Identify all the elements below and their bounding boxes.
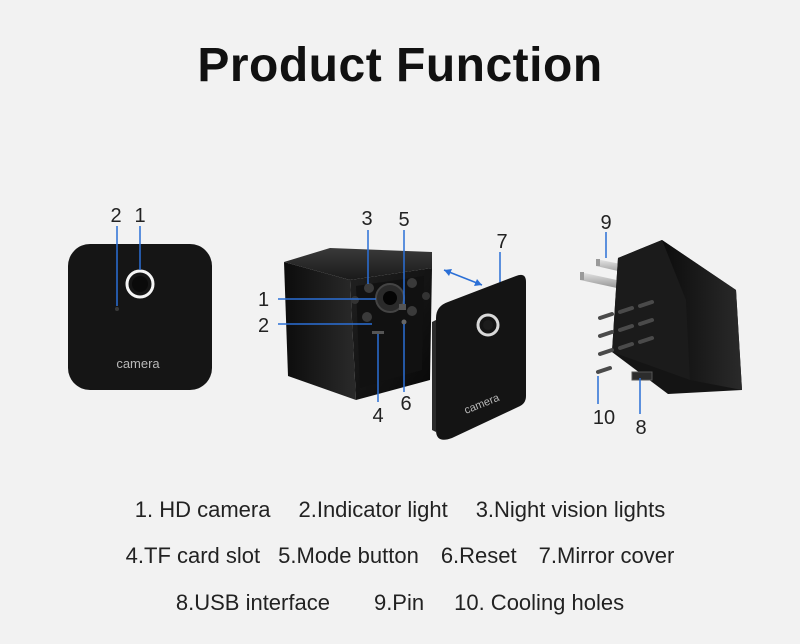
callout-right-8: 8 <box>635 417 646 439</box>
callout-mid-2: 2 <box>258 315 269 337</box>
product-diagram: camera 1 2 <box>68 205 742 440</box>
callout-mid-6: 6 <box>400 393 411 415</box>
callout-front-2: 2 <box>110 205 121 227</box>
mirror-cover: camera <box>432 274 526 440</box>
legend-reset: 6.Reset <box>440 543 517 568</box>
legend-indicator-light: 2.Indicator light <box>298 497 448 522</box>
mode-button <box>399 304 406 310</box>
legend-cooling-holes: 10. Cooling holes <box>454 590 625 615</box>
callout-mid-5: 5 <box>398 209 409 231</box>
legend-mode-button: 5.Mode button <box>278 543 419 568</box>
legend-row-3: 8.USB interface 9.Pin 10. Cooling holes <box>0 590 800 616</box>
callout-right-9: 9 <box>600 212 611 234</box>
legend-hd-camera: 1. HD camera <box>134 497 271 522</box>
legend-row-2: 4.TF card slot 5.Mode button 6.Reset 7.Mirr… <box>0 543 800 569</box>
open-device: 3 5 1 2 4 6 7 <box>258 208 508 427</box>
device-label: camera <box>116 356 160 371</box>
callout-right-10: 10 <box>593 407 615 429</box>
legend-pin: 9.Pin <box>373 590 425 615</box>
callout-mid-1: 1 <box>258 289 269 311</box>
legend-usb-interface: 8.USB interface <box>175 590 330 615</box>
callout-mid-4: 4 <box>372 405 383 427</box>
reset-button <box>401 319 407 325</box>
front-view-device: camera 1 2 <box>68 205 212 390</box>
callout-front-1: 1 <box>134 205 145 227</box>
hd-camera-lens <box>125 269 155 299</box>
legend-night-vision: 3.Night vision lights <box>475 497 666 522</box>
legend-mirror-cover: 7.Mirror cover <box>538 543 675 568</box>
indicator-light <box>115 307 119 311</box>
back-view-device: 9 10 8 <box>580 212 742 439</box>
callout-mid-3: 3 <box>361 208 372 230</box>
usb-interface <box>631 371 653 381</box>
callout-mid-7: 7 <box>496 231 507 253</box>
page-title: Product Function <box>197 39 603 92</box>
legend-row-1: 1. HD camera 2.Indicator light 3.Night vis… <box>0 497 800 523</box>
tf-card-slot <box>372 331 384 334</box>
cooling-holes <box>596 300 654 374</box>
legend-tf-card-slot: 4.TF card slot <box>125 543 261 568</box>
night-vision-lights <box>351 278 430 322</box>
